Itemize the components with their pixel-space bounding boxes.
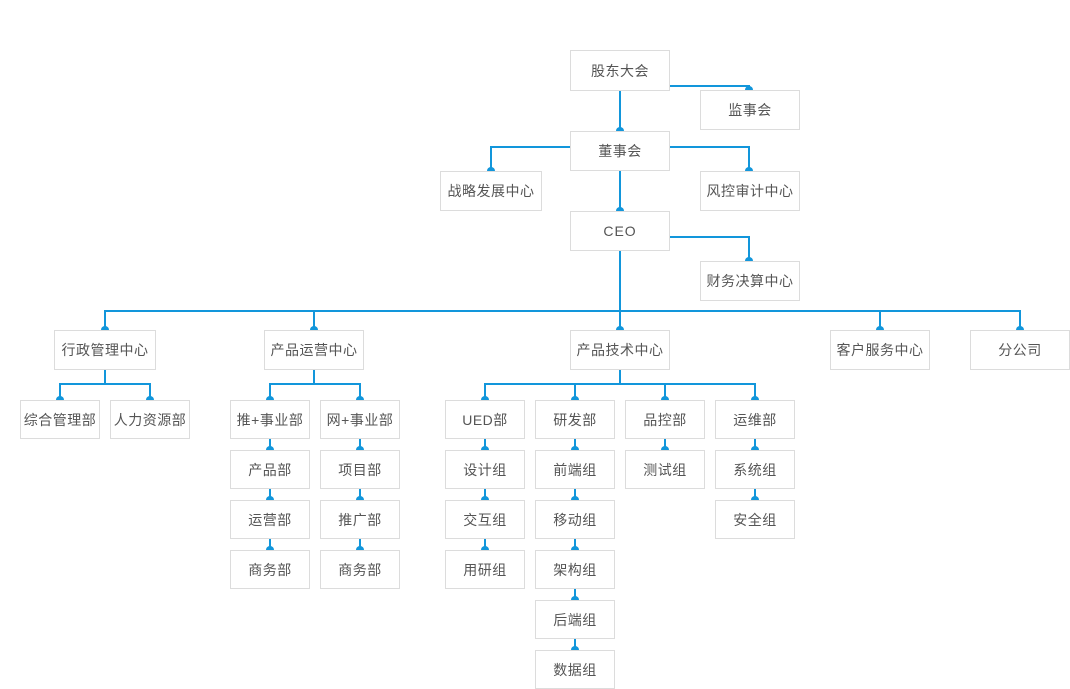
org-node-biz-dept-2[interactable]: 商务部	[320, 550, 400, 589]
org-node-ops-dept[interactable]: 运营部	[230, 500, 310, 539]
org-node-rd[interactable]: 研发部	[535, 400, 615, 439]
org-node-backend-team[interactable]: 后端组	[535, 600, 615, 639]
org-node-wang-bu[interactable]: 网+事业部	[320, 400, 400, 439]
org-node-frontend-team[interactable]: 前端组	[535, 450, 615, 489]
org-node-hr[interactable]: 人力资源部	[110, 400, 190, 439]
org-node-finance[interactable]: 财务决算中心	[700, 261, 800, 301]
org-node-research-team[interactable]: 用研组	[445, 550, 525, 589]
org-node-ceo[interactable]: CEO	[570, 211, 670, 251]
org-node-prodops[interactable]: 产品运营中心	[264, 330, 364, 370]
org-node-board[interactable]: 董事会	[570, 131, 670, 171]
org-node-riskaudit[interactable]: 风控审计中心	[700, 171, 800, 211]
org-node-project-dept[interactable]: 项目部	[320, 450, 400, 489]
org-node-mobile-team[interactable]: 移动组	[535, 500, 615, 539]
org-node-tui-bu[interactable]: 推+事业部	[230, 400, 310, 439]
org-node-arch-team[interactable]: 架构组	[535, 550, 615, 589]
org-node-shareholders[interactable]: 股东大会	[570, 50, 670, 91]
org-node-custserv[interactable]: 客户服务中心	[830, 330, 930, 370]
org-node-product-dept[interactable]: 产品部	[230, 450, 310, 489]
org-node-general-mgmt[interactable]: 综合管理部	[20, 400, 100, 439]
org-node-promo-dept[interactable]: 推广部	[320, 500, 400, 539]
org-node-biz-dept-1[interactable]: 商务部	[230, 550, 310, 589]
org-node-security-team[interactable]: 安全组	[715, 500, 795, 539]
org-node-qc[interactable]: 品控部	[625, 400, 705, 439]
org-node-ued[interactable]: UED部	[445, 400, 525, 439]
org-node-admin[interactable]: 行政管理中心	[54, 330, 156, 370]
org-node-supervisors[interactable]: 监事会	[700, 90, 800, 130]
org-node-interact-team[interactable]: 交互组	[445, 500, 525, 539]
org-node-system-team[interactable]: 系统组	[715, 450, 795, 489]
org-node-strategy[interactable]: 战略发展中心	[440, 171, 542, 211]
org-node-design-team[interactable]: 设计组	[445, 450, 525, 489]
org-node-data-team[interactable]: 数据组	[535, 650, 615, 689]
org-node-test-team[interactable]: 测试组	[625, 450, 705, 489]
org-node-ops[interactable]: 运维部	[715, 400, 795, 439]
org-node-branch[interactable]: 分公司	[970, 330, 1070, 370]
org-node-prodtech[interactable]: 产品技术中心	[570, 330, 670, 370]
